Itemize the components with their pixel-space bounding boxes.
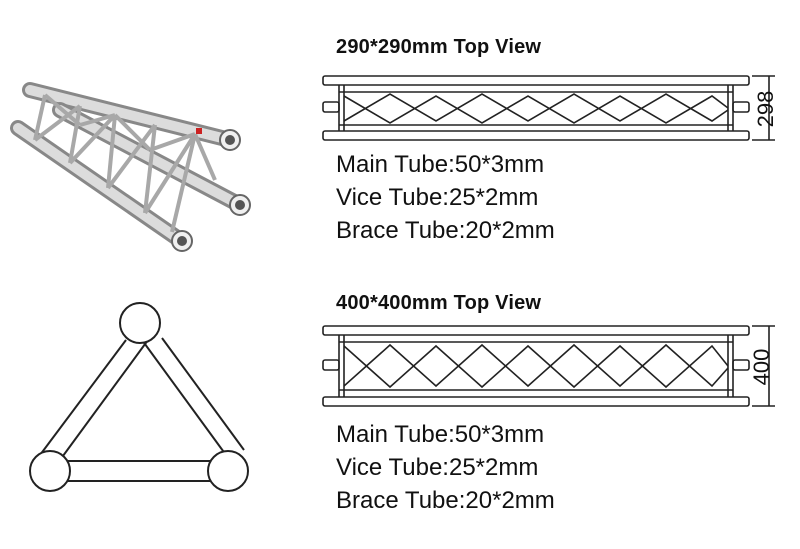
spec-vice-tube: Vice Tube:25*2mm bbox=[336, 184, 539, 211]
truss-3d-illustration bbox=[10, 82, 251, 252]
spec-vice-tube: Vice Tube:25*2mm bbox=[336, 454, 539, 481]
section-1-specs: Main Tube:50*3mm Vice Tube:25*2mm Brace … bbox=[336, 148, 555, 247]
section-1-title: 290*290mm Top View bbox=[336, 36, 542, 58]
spec-brace-tube: Brace Tube:20*2mm bbox=[336, 487, 555, 514]
section-2-title: 400*400mm Top View bbox=[336, 292, 542, 314]
section-2-specs: Main Tube:50*3mm Vice Tube:25*2mm Brace … bbox=[336, 418, 555, 517]
top-view-400-diagram bbox=[322, 325, 775, 407]
dimension-400-label: 400 bbox=[749, 348, 774, 386]
spec-main-tube: Main Tube:50*3mm bbox=[336, 421, 545, 448]
top-view-290-diagram bbox=[322, 75, 775, 141]
truss-cross-section-diagram bbox=[29, 302, 249, 492]
spec-main-tube: Main Tube:50*3mm bbox=[336, 151, 545, 178]
spec-brace-tube: Brace Tube:20*2mm bbox=[336, 217, 555, 244]
dimension-298-label: 298 bbox=[753, 90, 778, 128]
